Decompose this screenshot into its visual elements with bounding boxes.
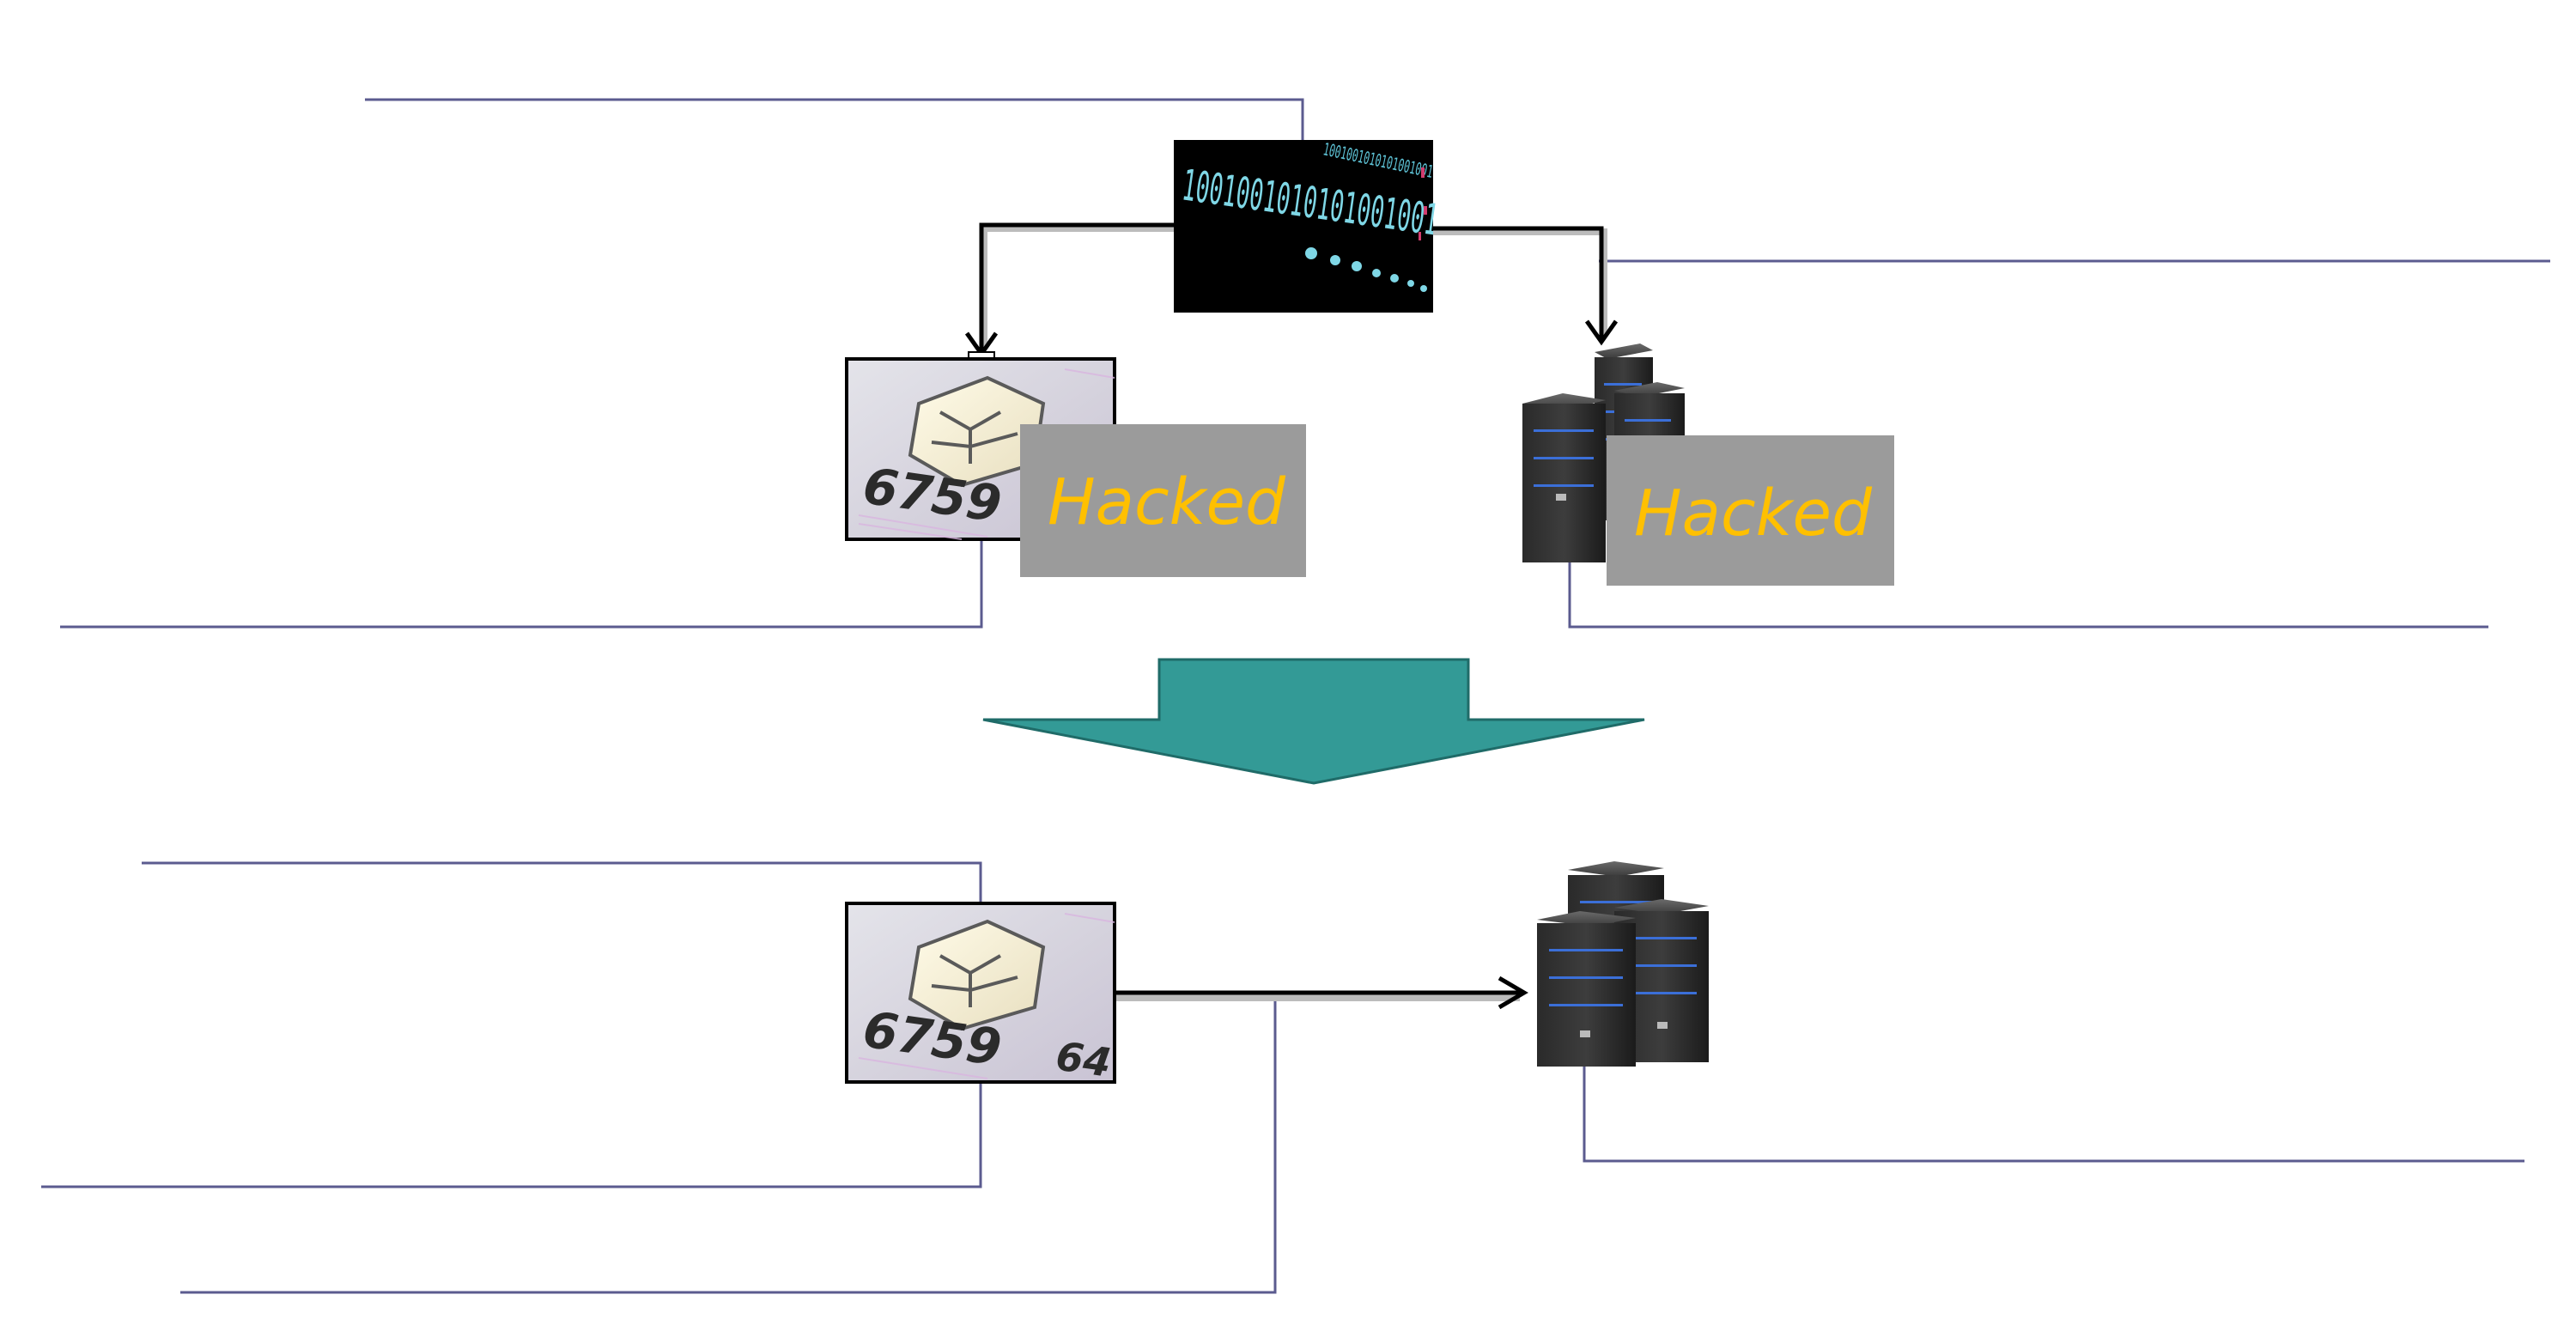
smart-card-icon: 6759 64 <box>845 902 1116 1086</box>
callout-line-card-top <box>60 539 983 629</box>
callout-line-binary <box>365 98 1304 142</box>
callout-line-card-upper <box>142 861 982 903</box>
server-unit <box>1537 911 1636 1067</box>
server-unit <box>1522 393 1606 562</box>
callout-lines-bottom <box>41 861 2524 1294</box>
card-number-bottom-extra: 64 <box>1053 1032 1114 1085</box>
callout-line-server-top <box>1568 562 2488 629</box>
connector-binary-to-server <box>1433 226 1619 346</box>
server-cluster-icon <box>1537 861 1709 1067</box>
callout-lines-top <box>60 98 2550 629</box>
callout-line-card-lower <box>41 1082 982 1188</box>
binary-data-icon: 1001001010101001001 1001001010101001001 <box>1174 138 1441 313</box>
hacked-overlay-card: Hacked <box>1020 424 1306 577</box>
callout-line-connector <box>180 994 1277 1294</box>
hacked-label-server: Hacked <box>1634 477 1873 550</box>
connector-binary-to-card <box>964 222 1174 360</box>
connector-card-to-server <box>1115 976 1528 1010</box>
down-arrow-icon <box>982 658 1645 785</box>
hacked-label-card: Hacked <box>1048 465 1286 539</box>
callout-line-server <box>1583 1067 2524 1163</box>
hacked-overlay-server: Hacked <box>1607 435 1894 586</box>
